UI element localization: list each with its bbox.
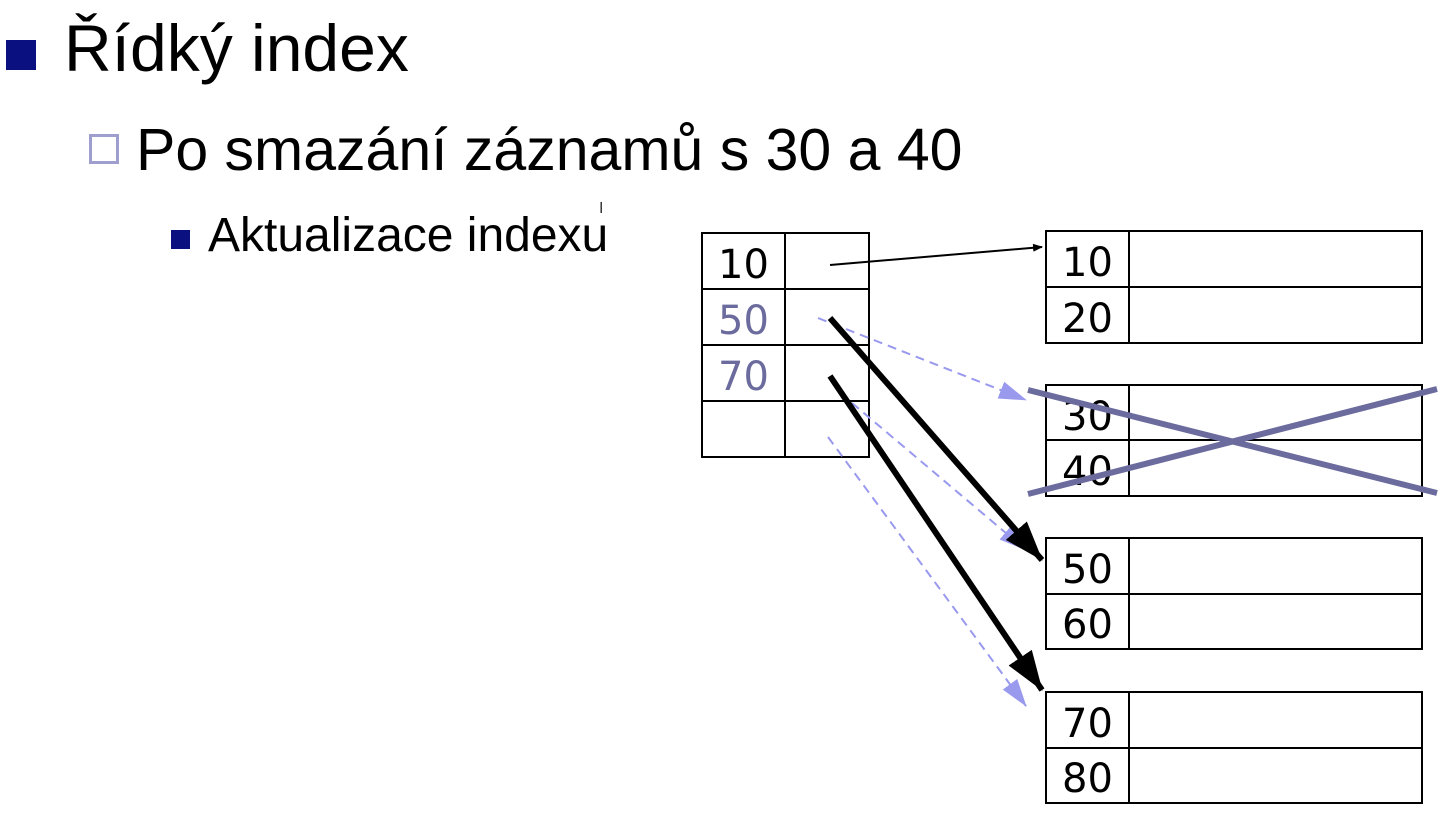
block-4-key-1: 70 [1062,701,1113,747]
index-key-1: 10 [718,242,769,288]
old-pointer-3 [827,436,1027,707]
block-4-key-2: 80 [1062,756,1113,802]
block-1-key-2: 20 [1062,296,1113,342]
pointer-10 [829,243,1043,266]
block-3-key-2: 60 [1062,602,1113,648]
subtitle-bullet [89,134,119,164]
index-key-3: 70 [718,354,769,400]
data-block-3: 50 60 [1045,537,1423,650]
pointer-70 [827,374,1045,692]
data-block-4: 70 80 [1045,691,1423,804]
old-pointer-2 [851,402,1027,551]
pointer-50 [827,316,1045,562]
deleted-block-cross [1027,386,1438,497]
block-1-key-1: 10 [1062,240,1113,286]
index-key-2: 50 [718,298,769,344]
title-bullet [6,40,36,70]
block-3-key-1: 50 [1062,547,1113,593]
slide-subsubtitle: Aktualizace indexu [208,209,609,262]
index-table: 10 50 70 [701,232,870,458]
old-pointer-1 [817,317,1027,401]
data-block-1: 10 20 [1045,230,1423,344]
slide-title: Řídký index [64,11,409,85]
text-cursor-icon: I [599,199,604,217]
subsubtitle-bullet [171,230,190,249]
slide-subtitle: Po smazání záznamů s 30 a 40 [136,117,963,183]
